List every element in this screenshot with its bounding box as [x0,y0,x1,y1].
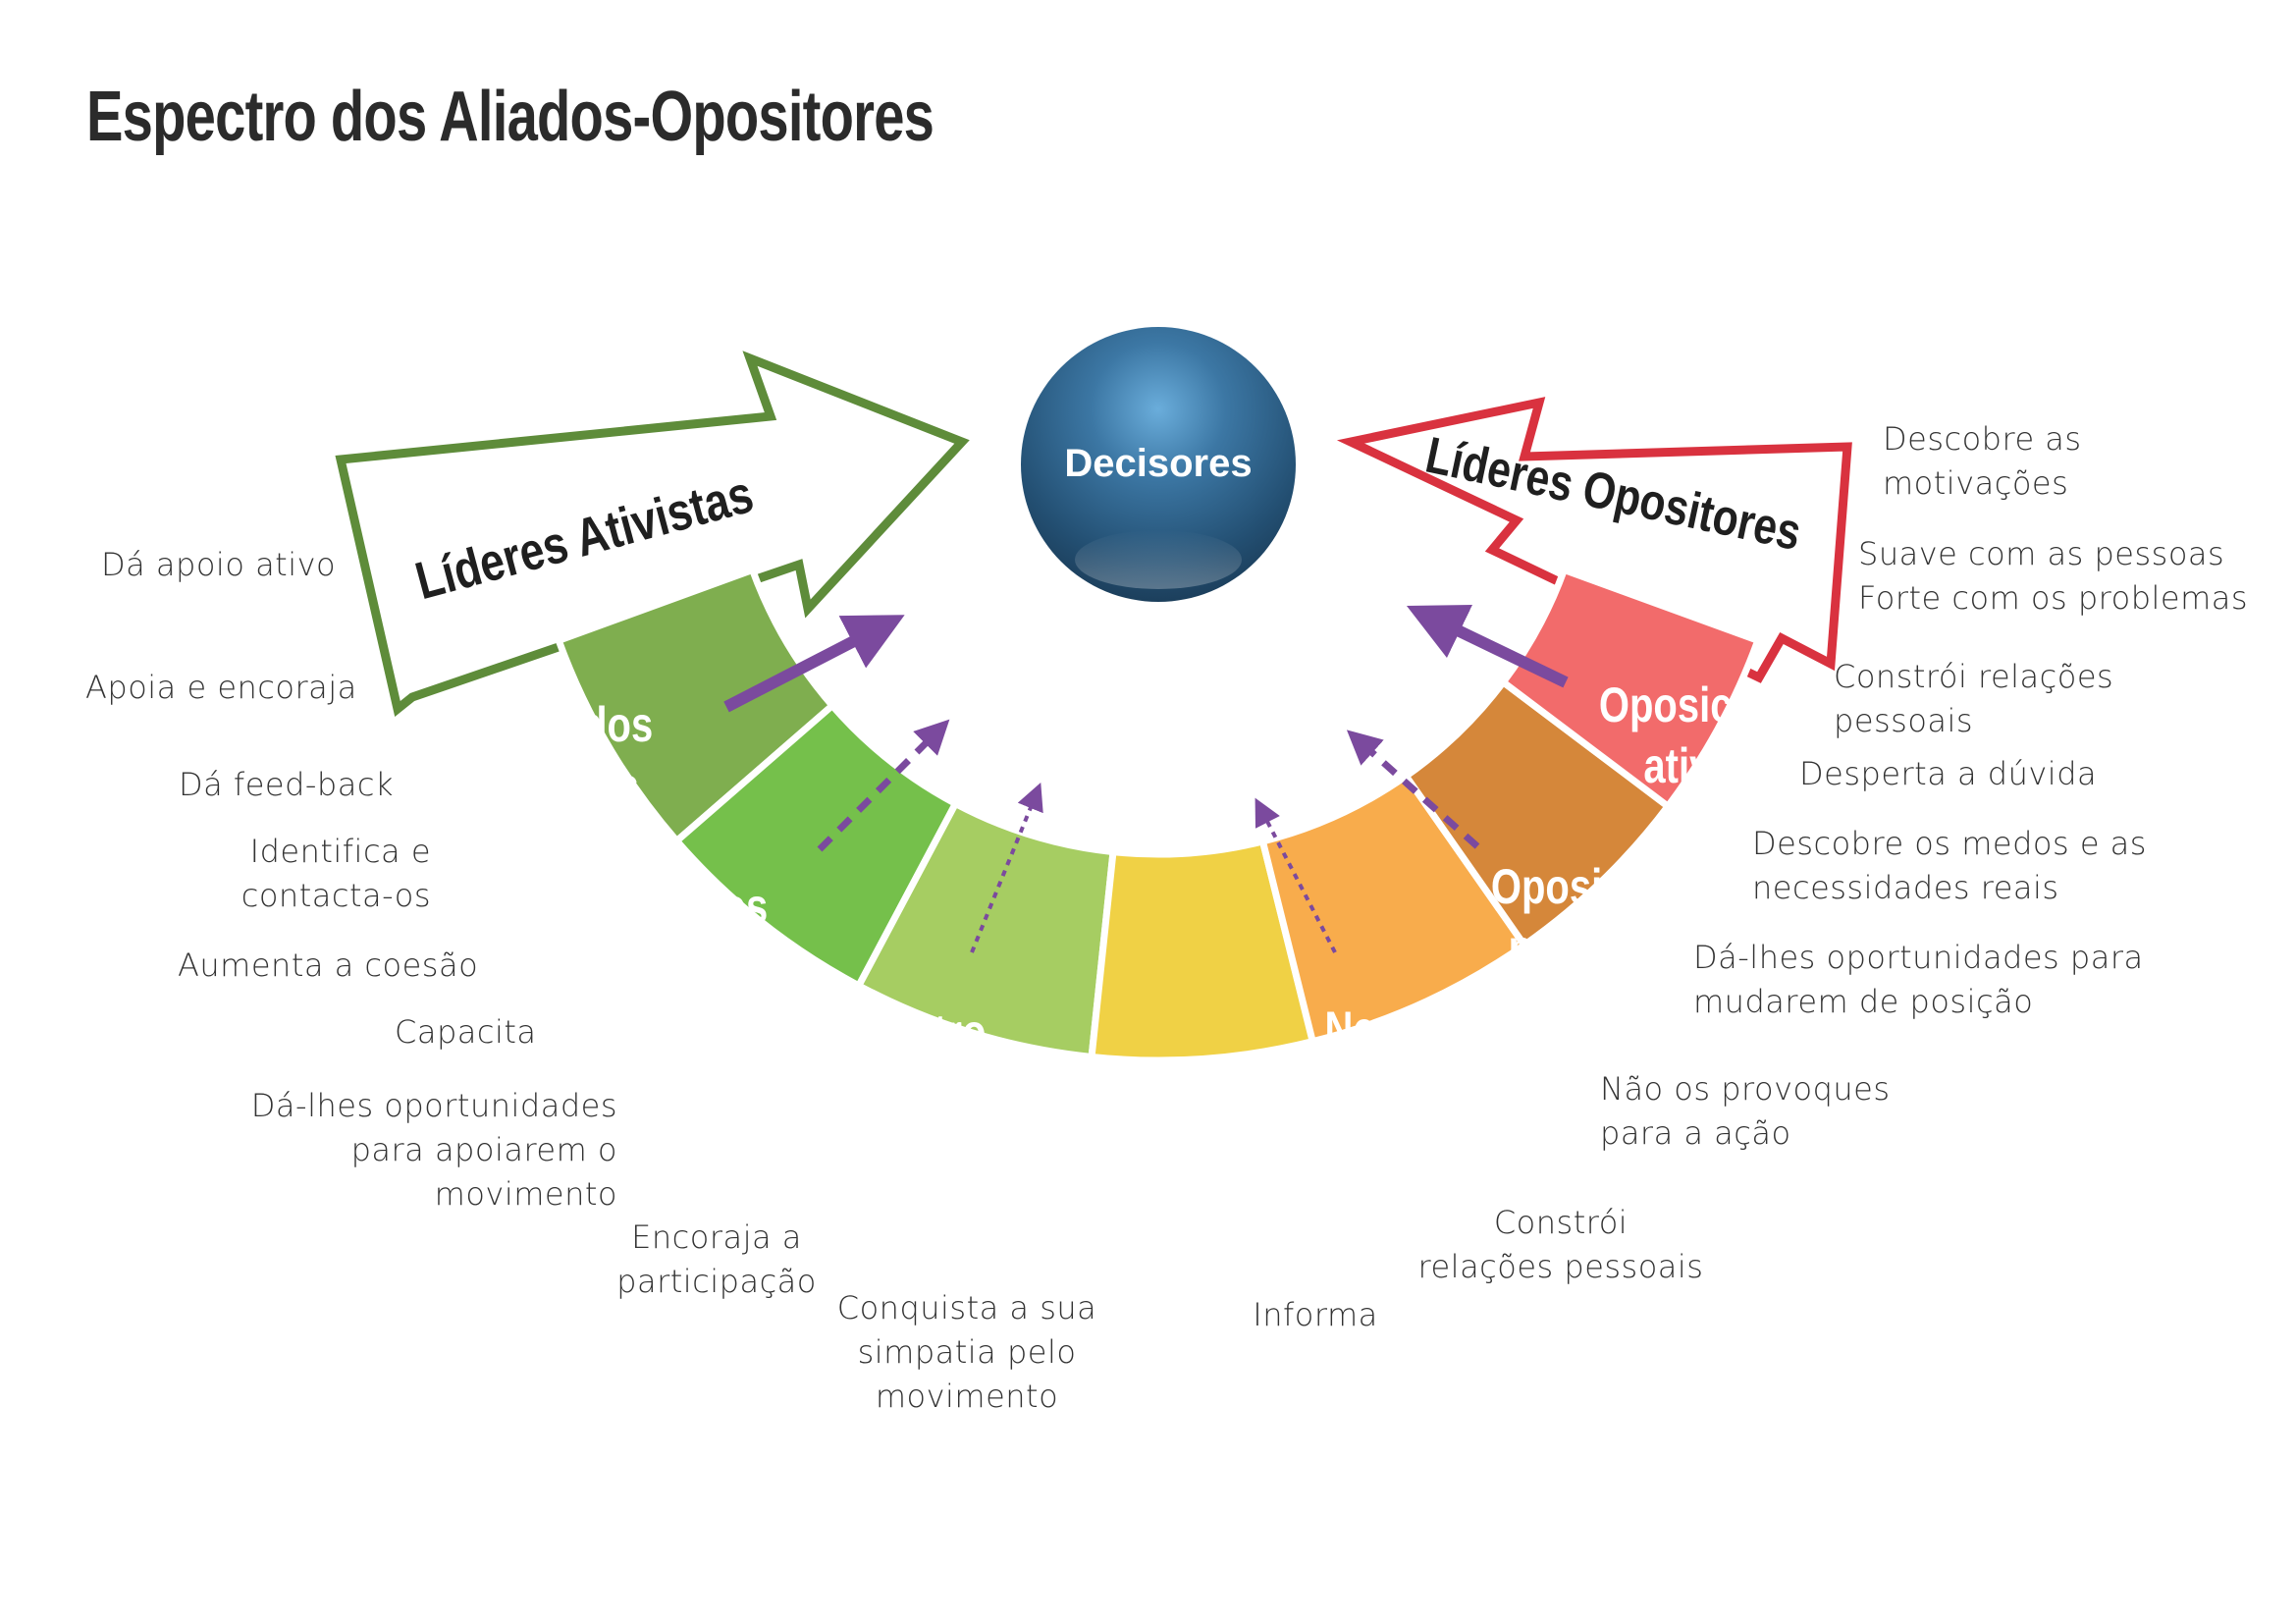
dashed-arrow-left [817,719,950,852]
segment-4-label-line-1: Neutros [1074,1110,1222,1165]
influence-arrows [723,604,1569,953]
note-informa: Informa [1253,1296,1378,1333]
note-right-2b: Forte com os problemas [1858,579,2249,617]
note-conquista-b: simpatia pelo [857,1333,1077,1371]
segment-5-label-line-2: desfavorável [1279,1062,1520,1117]
note-right-7a: Não os provoques [1600,1070,1891,1108]
segment-6-label-line-1: Oposição [1491,859,1670,914]
note-right-6a: Dá-lhes oportunidades para [1693,939,2144,976]
note-left-4a: Identifica e [249,833,431,870]
note-right-3b: pessoais [1834,702,1974,739]
note-right-3a: Constrói relações [1834,658,2114,695]
note-right-1a: Descobre as [1883,420,2082,458]
decision-makers-sphere: Decisores [1021,327,1296,602]
note-right-7b: para a ação [1600,1114,1791,1152]
note-left-4b: contacta-os [240,877,431,914]
note-left-2: Apoia e encoraja [85,669,357,706]
segment-2-label-line-1: Aliados [626,879,768,934]
decision-makers-label: Decisores [1064,442,1252,485]
segment-2-label-line-2: passivos [613,940,780,995]
note-constroi-a: Constrói [1493,1204,1629,1241]
note-left-7b: para apoiarem o [350,1131,617,1168]
segment-7-label-line-2: ativa [1643,738,1734,793]
note-right-2a: Suave com as pessoas [1858,535,2225,572]
segment-6-label-line-2: passiva [1509,920,1653,975]
segment-5-label-line-1: Neutros [1324,1001,1472,1056]
activist-leaders-arrow: Líderes Ativistas [335,351,970,717]
note-left-1: Dá apoio ativo [101,546,337,583]
note-left-7a: Dá-lhes oportunidades [250,1087,617,1124]
dotted-arrow-left [970,783,1043,953]
note-left-5: Aumenta a coesão [178,947,479,984]
segment-3-label-line-2: favorável [836,1065,1009,1120]
segment-1-label-line-2: ativos [525,758,639,813]
spectrum-arc: AliadosativosAliadospassivosNeutrofavorá… [511,566,1778,1165]
opposition-leaders-arrow: Líderes Opositores [1336,397,1852,683]
solid-arrow-right [1406,604,1569,688]
note-left-6: Capacita [395,1013,537,1051]
note-right-6b: mudarem de posição [1693,983,2034,1020]
note-right-5b: necessidades reais [1752,869,2059,906]
solid-arrow-left [723,615,905,713]
page-title: Espectro dos Aliados-Opositores [86,78,934,156]
segment-3-label-line-1: Neutro [860,1004,987,1059]
note-encoraja-a: Encoraja a [631,1218,802,1256]
note-conquista-a: Conquista a sua [836,1289,1097,1326]
note-encoraja-b: participação [616,1263,817,1300]
note-constroi-b: relações pessoais [1417,1248,1704,1285]
note-conquista-c: movimento [875,1378,1059,1415]
note-left-7c: movimento [434,1175,617,1213]
note-right-4: Desperta a dúvida [1799,755,2098,792]
note-left-3: Dá feed-back [179,766,394,803]
note-right-5a: Descobre os medos e as [1752,825,2147,862]
note-right-1b: motivações [1883,464,2069,502]
segment-1-label-line-1: Aliados [511,697,653,752]
dotted-arrow-right [1255,797,1337,953]
segment-7-label-line-1: Oposição [1599,677,1778,732]
